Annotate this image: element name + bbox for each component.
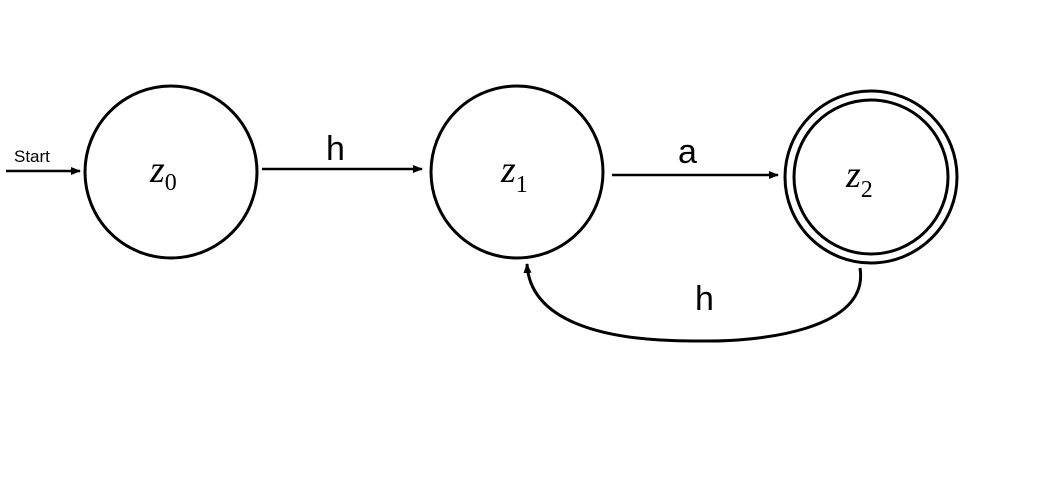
start-label: Start <box>14 147 50 166</box>
state-z0-label: z0 <box>149 149 177 196</box>
state-z2-outer <box>783 89 959 265</box>
transition-z0-z1-label: h <box>326 130 345 168</box>
transition-z2-z1 <box>523 263 863 343</box>
transition-z1-z2-label: a <box>678 133 697 171</box>
state-z2-label: z2 <box>845 154 873 203</box>
state-z1-label: z1 <box>500 149 528 198</box>
state-z0 <box>83 84 259 260</box>
state-z2-inner <box>792 98 950 256</box>
state-z1 <box>429 84 605 260</box>
transition-z2-z1-label: h <box>695 280 714 318</box>
